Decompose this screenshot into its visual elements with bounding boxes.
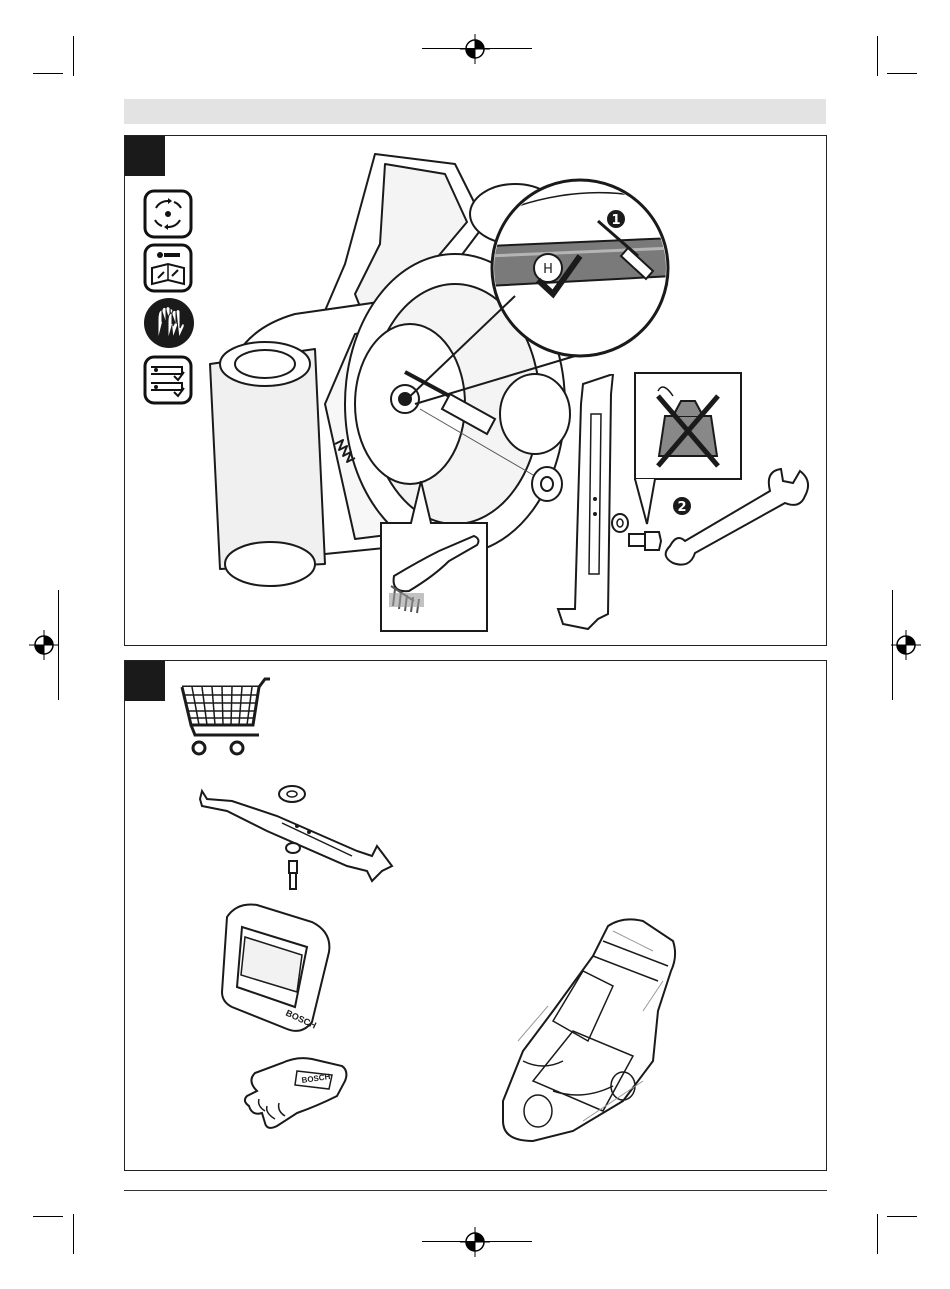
mower-storage-cover — [493, 911, 683, 1146]
crop-mark — [33, 1216, 63, 1217]
registration-target-icon — [460, 1227, 490, 1257]
footer-rule — [124, 1190, 827, 1191]
crop-mark — [887, 1216, 917, 1217]
header-bar — [124, 99, 826, 124]
grass-box-cover: BOSCH — [217, 897, 347, 1037]
mower-blade — [553, 374, 623, 634]
registration-target-icon — [29, 630, 59, 660]
crop-mark — [73, 36, 74, 76]
svg-text:H: H — [543, 262, 553, 277]
registration-target-icon — [460, 34, 490, 64]
crop-mark — [73, 1214, 74, 1254]
panel-blade-replacement: H 1 — [124, 135, 827, 646]
cleaning-brush — [379, 481, 489, 633]
registration-target-icon — [891, 630, 921, 660]
panel-number-tab — [125, 136, 165, 176]
shopping-cart-icon — [177, 677, 272, 757]
step-marker-2: 2 — [677, 500, 686, 515]
wrench: 2 — [655, 461, 815, 571]
step-marker-1: 1 — [611, 213, 620, 228]
gardening-gloves: BOSCH — [237, 1051, 352, 1133]
crop-mark — [887, 73, 917, 74]
blade-rotation-icon — [142, 188, 194, 240]
blade-replace-icon — [142, 354, 194, 406]
replacement-blade-kit — [197, 771, 402, 901]
crop-mark — [877, 1214, 878, 1254]
read-manual-icon — [142, 242, 194, 294]
wear-gloves-icon — [142, 296, 196, 350]
panel-number-tab — [125, 661, 165, 701]
crop-mark — [877, 36, 878, 76]
crop-mark — [33, 73, 63, 74]
panel-accessories: BOSCH BOSCH — [124, 660, 827, 1171]
